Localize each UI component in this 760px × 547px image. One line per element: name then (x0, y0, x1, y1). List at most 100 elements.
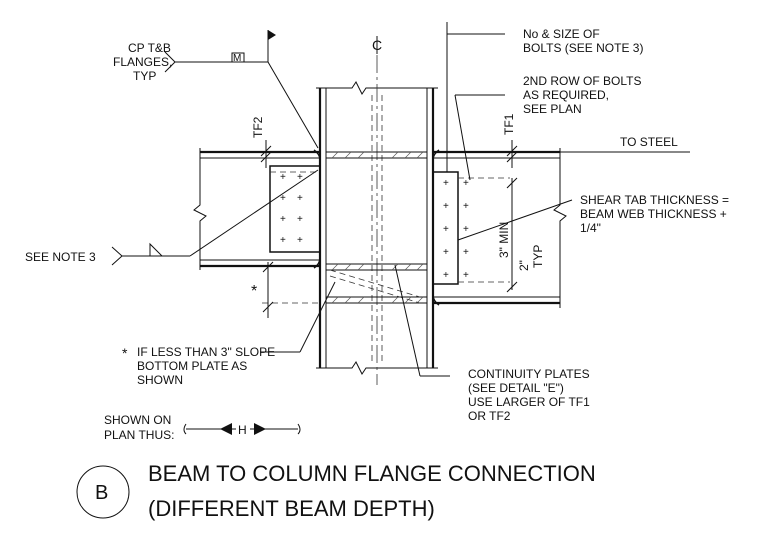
note3-fillet-triangle (149, 242, 163, 257)
left-bolt-b1: + (297, 172, 303, 183)
sloped-plate-hidden-1 (329, 269, 421, 298)
column-bottom-break-line (316, 361, 438, 375)
plan-left-arrow-icon (220, 423, 232, 435)
left-bolt-a3: + (280, 214, 286, 225)
plan-right-arrow-icon (254, 423, 266, 435)
to-steel-label: TO STEEL (620, 135, 678, 149)
left-beam-break-line (193, 148, 207, 270)
left-bolt-a4: + (280, 235, 286, 246)
right-bolt-a5: + (443, 270, 449, 281)
note3-tail (111, 246, 123, 266)
centerline-symbol: C (372, 36, 382, 54)
see-note3-label: SEE NOTE 3 (25, 250, 96, 264)
detail-title-line1: BEAM TO COLUMN FLANGE CONNECTION (148, 461, 596, 486)
tf2-label: TF2 (251, 116, 265, 138)
second-row-line3: SEE PLAN (523, 102, 582, 116)
right-top-weld (432, 149, 440, 161)
slope-note-line3: SHOWN (137, 373, 183, 387)
right-shear-tab (432, 171, 459, 285)
cp-weld-tail (164, 51, 176, 73)
left-shear-tab (269, 165, 321, 253)
plan-h-text: H (238, 423, 247, 437)
bolts-size-line1: No & SIZE OF (523, 27, 600, 41)
left-bolt-b2: + (297, 193, 303, 204)
min3-tick-bottom (506, 281, 518, 293)
min3-label: 3" MIN (497, 222, 511, 258)
right-bolt-group: + + + + + + + + + + (443, 178, 469, 281)
shear-tab-line3: 1/4" (580, 221, 601, 235)
star-tick-bottom (262, 301, 274, 313)
cp-flanges-label: CP T&B FLANGES, TYP (113, 41, 172, 83)
two-inch-label: 2" (517, 260, 531, 271)
left-bottom-weld (313, 257, 321, 269)
right-beam: + + + + + + + + + + (432, 148, 567, 308)
continuity-line1: CONTINUITY PLATES (468, 367, 590, 381)
detail-title-line2: (DIFFERENT BEAM DEPTH) (148, 496, 435, 521)
detail-bubble (76, 465, 130, 519)
left-bolt-a1: + (280, 172, 286, 183)
sloped-plate-hidden-2 (329, 275, 421, 304)
note3-arrow-leader (189, 169, 319, 257)
continuity-leader-a (394, 264, 421, 377)
shown-on-line2: PLAN THUS: (104, 428, 174, 442)
tf1-tick-b (506, 151, 518, 163)
right-bolt-b3: + (463, 224, 469, 235)
detail-bubble-letter: B (95, 482, 108, 504)
continuity-plate-bottom-hatch (331, 296, 424, 304)
min3-tick-top (506, 177, 518, 189)
tf1-label: TF1 (502, 113, 516, 135)
continuity-line4: OR TF2 (468, 409, 511, 423)
continuity-plate-bottom (325, 296, 428, 304)
left-bolt-a2: + (280, 193, 286, 204)
see-note3-weld-symbol (111, 169, 319, 266)
tf2-tick-b (260, 151, 272, 163)
left-bolt-b4: + (297, 235, 303, 246)
tf1-tick-a (506, 145, 518, 157)
right-bolt-b1: + (463, 178, 469, 189)
cp-flanges-weld-symbol: M (164, 30, 319, 149)
plan-symbol-right-curl (297, 423, 301, 435)
right-bolt-a4: + (443, 247, 449, 258)
continuity-plate-middle (325, 263, 428, 271)
shear-tab-leader (457, 199, 573, 241)
right-bolt-a3: + (443, 224, 449, 235)
right-bolt-a1: + (443, 178, 449, 189)
cp-flag-icon (268, 30, 276, 40)
right-bolt-b5: + (463, 270, 469, 281)
cp-flanges-line2: FLANGES, (113, 55, 172, 69)
shear-tab-line2: BEAM WEB THICKNESS + (580, 207, 727, 221)
plan-h-backdrop (236, 421, 250, 437)
continuity-plates (325, 151, 428, 304)
cp-weld-m-box (231, 52, 245, 63)
slope-note-line2: BOTTOM PLATE AS (137, 359, 247, 373)
second-row-leader-diag (454, 94, 471, 181)
plan-h-symbol: H (183, 421, 301, 437)
slope-note-star: * (122, 345, 128, 361)
tf2-tick-a (260, 145, 272, 157)
slope-note-leader-diag (299, 281, 336, 353)
continuity-line2: (SEE DETAIL "E") (468, 381, 564, 395)
cp-flanges-line3: TYP (133, 69, 156, 83)
shear-tab-line1: SHEAR TAB THICKNESS = (580, 193, 729, 207)
right-beam-break-line (553, 148, 567, 308)
right-bolt-b2: + (463, 201, 469, 212)
cp-flanges-line1: CP T&B (128, 41, 171, 55)
left-top-weld (313, 149, 321, 161)
column-top-break-line (316, 81, 438, 95)
cp-arrow-leader (267, 61, 319, 149)
left-bolt-group: + + + + + + + + (280, 172, 303, 246)
continuity-line3: USE LARGER OF TF1 (468, 395, 590, 409)
typ-label: TYP (531, 245, 545, 268)
continuity-plate-top-hatch (331, 151, 424, 159)
continuity-plate-middle-hatch (331, 263, 424, 271)
plan-symbol-left-curl (183, 423, 187, 435)
star-tick-top (262, 261, 274, 273)
right-bottom-weld (432, 294, 440, 306)
continuity-plate-top (325, 151, 428, 159)
shown-on-line1: SHOWN ON (104, 413, 171, 427)
left-bolt-b3: + (297, 214, 303, 225)
slope-note-line1: IF LESS THAN 3" SLOPE (137, 345, 275, 359)
left-beam: + + + + + + + + (193, 148, 321, 270)
star-mark: * (251, 283, 257, 300)
